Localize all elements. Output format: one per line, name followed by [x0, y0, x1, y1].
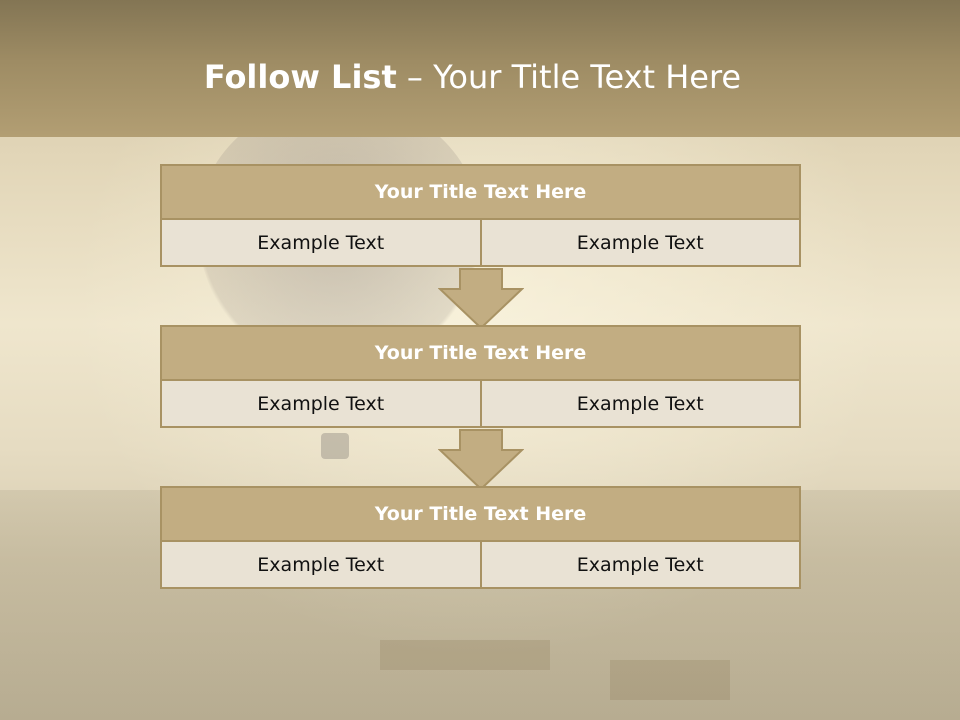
- block-title-1: Your Title Text Here: [160, 164, 801, 220]
- down-arrow-icon: [438, 268, 524, 330]
- balloon-basket-image: [321, 433, 349, 459]
- down-arrow-icon: [438, 429, 524, 491]
- slide-title: Follow List – Your Title Text Here: [0, 58, 945, 96]
- title-main: Follow List: [203, 58, 397, 96]
- block-1-cell-left: Example Text: [160, 218, 482, 267]
- block-2-cell-right: Example Text: [479, 379, 801, 428]
- block-3-cell-right: Example Text: [479, 540, 801, 589]
- block-row-2: Example Text Example Text: [160, 379, 801, 428]
- title-subtitle: – Your Title Text Here: [396, 58, 742, 96]
- block-2-cell-left: Example Text: [160, 379, 482, 428]
- field-patch: [610, 660, 730, 700]
- block-1-cell-right: Example Text: [479, 218, 801, 267]
- block-row-1: Example Text Example Text: [160, 218, 801, 267]
- list-block-3: Your Title Text Here Example Text Exampl…: [160, 486, 801, 589]
- field-patch: [380, 640, 550, 670]
- block-row-3: Example Text Example Text: [160, 540, 801, 589]
- block-title-3: Your Title Text Here: [160, 486, 801, 542]
- list-block-2: Your Title Text Here Example Text Exampl…: [160, 325, 801, 428]
- block-title-2: Your Title Text Here: [160, 325, 801, 381]
- list-block-1: Your Title Text Here Example Text Exampl…: [160, 164, 801, 267]
- title-banner: [0, 0, 960, 137]
- block-3-cell-left: Example Text: [160, 540, 482, 589]
